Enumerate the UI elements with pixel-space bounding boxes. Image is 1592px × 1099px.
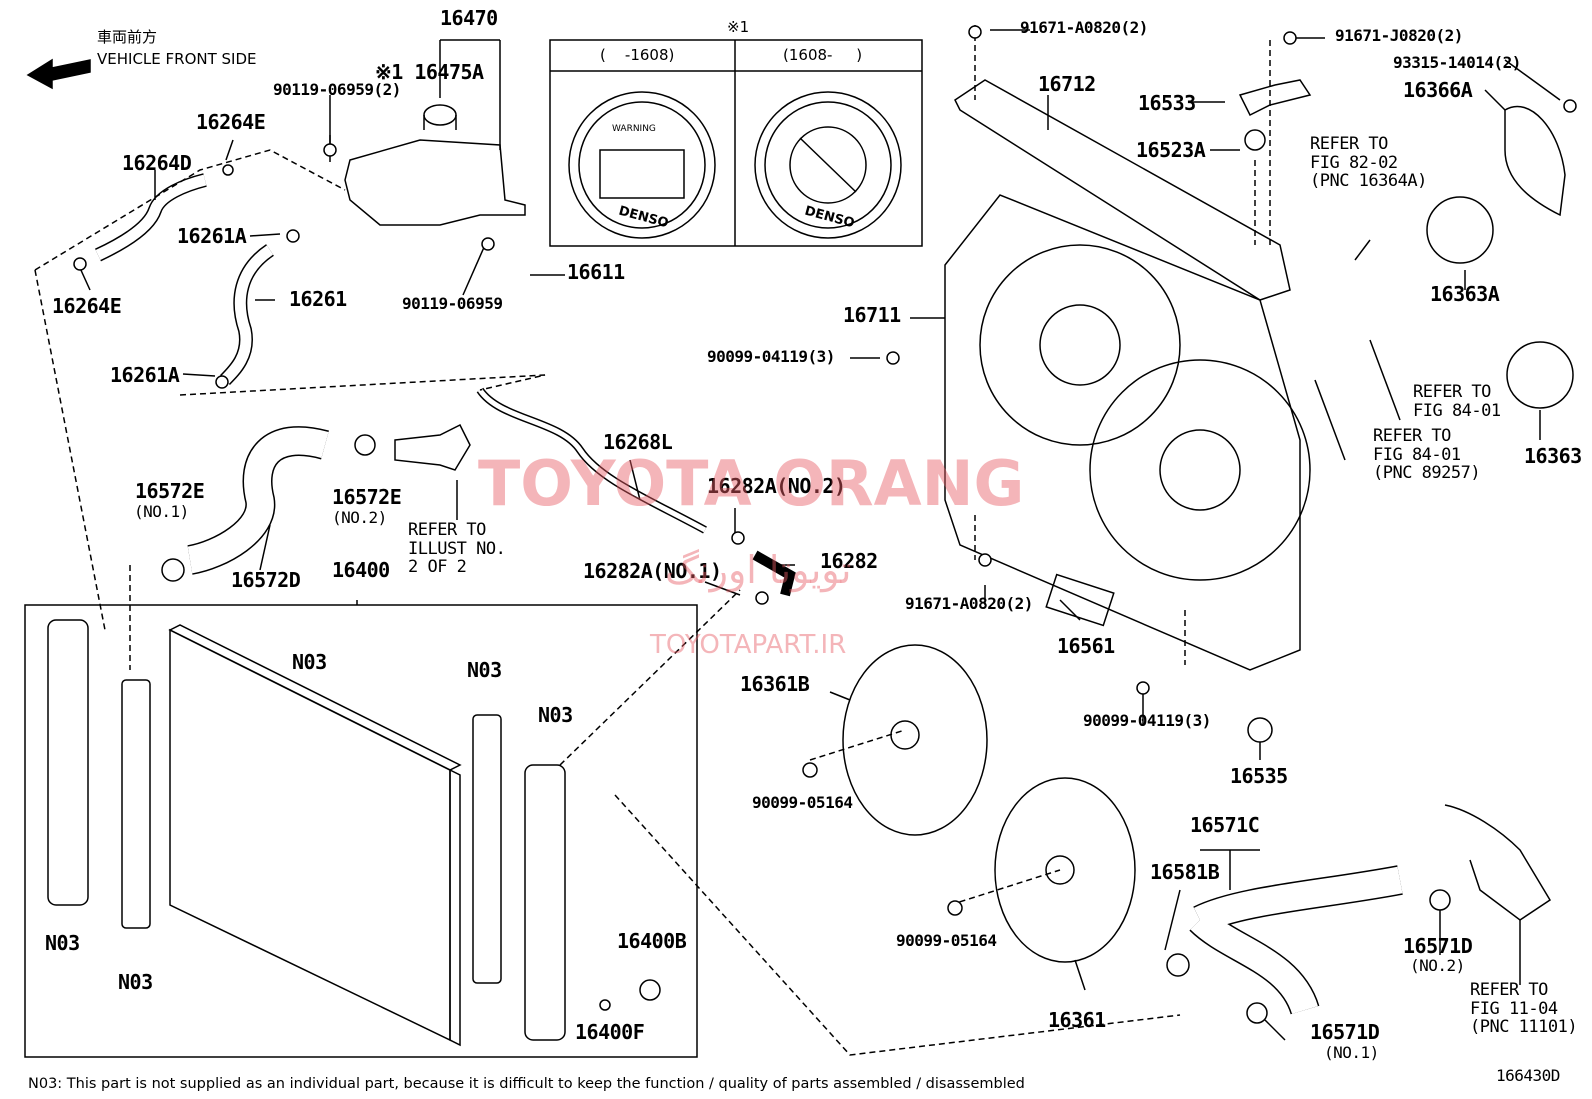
label-16572E-no2-note: (NO.2): [332, 508, 387, 527]
motor-16363A: [1426, 196, 1494, 264]
label-16711: 16711: [843, 303, 901, 327]
leader-lines: [79, 29, 1561, 1041]
label-16572E-no1: 16572E: [135, 479, 205, 503]
ref-fig-82-02: REFER TO FIG 82-02 (PNC 16364A): [1310, 134, 1427, 192]
label-91671-A-top: 91671-A0820(2): [1020, 18, 1148, 37]
label-16470: 16470: [440, 6, 498, 30]
label-16571C: 16571C: [1190, 813, 1260, 837]
label-16366A: 16366A: [1403, 78, 1473, 102]
cap-warning-text: WARNING: [612, 124, 656, 134]
cap-warning-inset: [549, 39, 923, 247]
label-16572E-no1-note: (NO.1): [134, 502, 189, 521]
fan-16361B: [842, 644, 988, 836]
radiator-tanks: [47, 619, 566, 1041]
support-16712: [954, 79, 1291, 301]
fasteners: [73, 25, 1577, 1024]
label-16572E-no2: 16572E: [332, 485, 402, 509]
front-label-jp: 車両前方: [97, 28, 158, 46]
label-16572D: 16572D: [231, 568, 301, 592]
label-16261A-bot: 16261A: [110, 363, 180, 387]
reservoir-tank: [329, 39, 526, 226]
ref-fig-84-01-b: REFER TO FIG 84-01 (PNC 89257): [1373, 426, 1481, 484]
label-16264D: 16264D: [122, 151, 192, 175]
ref-fig-84-01-a: REFER TO FIG 84-01: [1413, 382, 1501, 421]
label-16571D-no1-note: (NO.1): [1324, 1043, 1379, 1062]
label-16363: 16363: [1524, 444, 1582, 468]
hose-16282: [752, 550, 796, 597]
label-16264E-top: 16264E: [196, 110, 266, 134]
label-N03-core: N03: [292, 650, 327, 674]
label-91671-A-bot: 91671-A0820(2): [905, 594, 1033, 613]
label-16571D-no2: 16571D: [1403, 934, 1473, 958]
thermostat-housing: [394, 423, 471, 471]
label-16400B: 16400B: [617, 929, 687, 953]
label-16571D-no2-note: (NO.2): [1410, 956, 1465, 975]
bracket-16533: [1238, 79, 1312, 117]
label-16363A: 16363A: [1430, 282, 1500, 306]
label-16475A: ※1 16475A: [375, 60, 484, 84]
watermark-farsi: تویوتا اورنگ: [665, 548, 852, 592]
label-N03-right-seal: N03: [467, 658, 502, 682]
inset-left-header: ( -1608): [600, 46, 675, 64]
label-16361: 16361: [1048, 1008, 1106, 1032]
figure-number: 166430D: [1496, 1066, 1560, 1085]
label-90119-b: 90119-06959: [402, 294, 503, 313]
inset-right-header: (1608- ): [783, 46, 863, 64]
leader-dashed: [34, 25, 1271, 1056]
marker-label: ※1: [727, 18, 750, 36]
radiator-box: [24, 604, 698, 1058]
label-N03-left-seal: N03: [118, 970, 153, 994]
fan-16361: [994, 777, 1136, 963]
ref-fig-11-04: REFER TO FIG 11-04 (PNC 11101): [1470, 980, 1578, 1038]
radiator-core: [168, 624, 462, 1047]
label-91671-J: 91671-J0820(2): [1335, 26, 1463, 45]
pad-16561: [1045, 573, 1115, 627]
label-16581B: 16581B: [1150, 860, 1220, 884]
watermark-site: TOYOTAPART.IR: [650, 630, 847, 660]
label-16611: 16611: [567, 260, 625, 284]
label-16571D-no1: 16571D: [1310, 1020, 1380, 1044]
label-93315: 93315-14014(2): [1393, 53, 1521, 72]
label-90099-05164-a: 90099-05164: [752, 793, 853, 812]
label-16400: 16400: [332, 558, 390, 582]
ref-illust: REFER TO ILLUST NO. 2 OF 2: [408, 520, 506, 578]
front-label-en: VEHICLE FRONT SIDE: [97, 50, 257, 68]
label-90099-04119-a: 90099-04119(3): [707, 347, 835, 366]
label-90119-a: 90119-06959(2): [273, 80, 401, 99]
label-16561: 16561: [1057, 634, 1115, 658]
label-16261: 16261: [289, 287, 347, 311]
label-16268L: 16268L: [603, 430, 673, 454]
label-16361B: 16361B: [740, 672, 810, 696]
label-16261A-top: 16261A: [177, 224, 247, 248]
label-16282A-no2: 16282A(NO.2): [707, 474, 846, 498]
label-16533: 16533: [1138, 91, 1196, 115]
label-16264E-bot: 16264E: [52, 294, 122, 318]
footnote-n03: N03: This part is not supplied as an ind…: [28, 1076, 1025, 1092]
watermark-main: TOYOTA ORANG: [478, 447, 1025, 520]
fan-shroud: [944, 194, 1311, 671]
label-N03-right-tank: N03: [538, 703, 573, 727]
cover-16366A: [1504, 105, 1566, 217]
engine-outline: [1444, 804, 1552, 921]
label-90099-05164-b: 90099-05164: [896, 931, 997, 950]
front-arrow: [26, 58, 91, 90]
motor-16363: [1506, 341, 1574, 409]
label-N03-left-tank: N03: [45, 931, 80, 955]
label-16282A-no1: 16282A(NO.1): [583, 559, 722, 583]
label-16712: 16712: [1038, 72, 1096, 96]
label-16523A: 16523A: [1136, 138, 1206, 162]
label-16400F: 16400F: [575, 1020, 645, 1044]
label-16535: 16535: [1230, 764, 1288, 788]
label-16282: 16282: [820, 549, 878, 573]
label-90099-04119-b: 90099-04119(3): [1083, 711, 1211, 730]
